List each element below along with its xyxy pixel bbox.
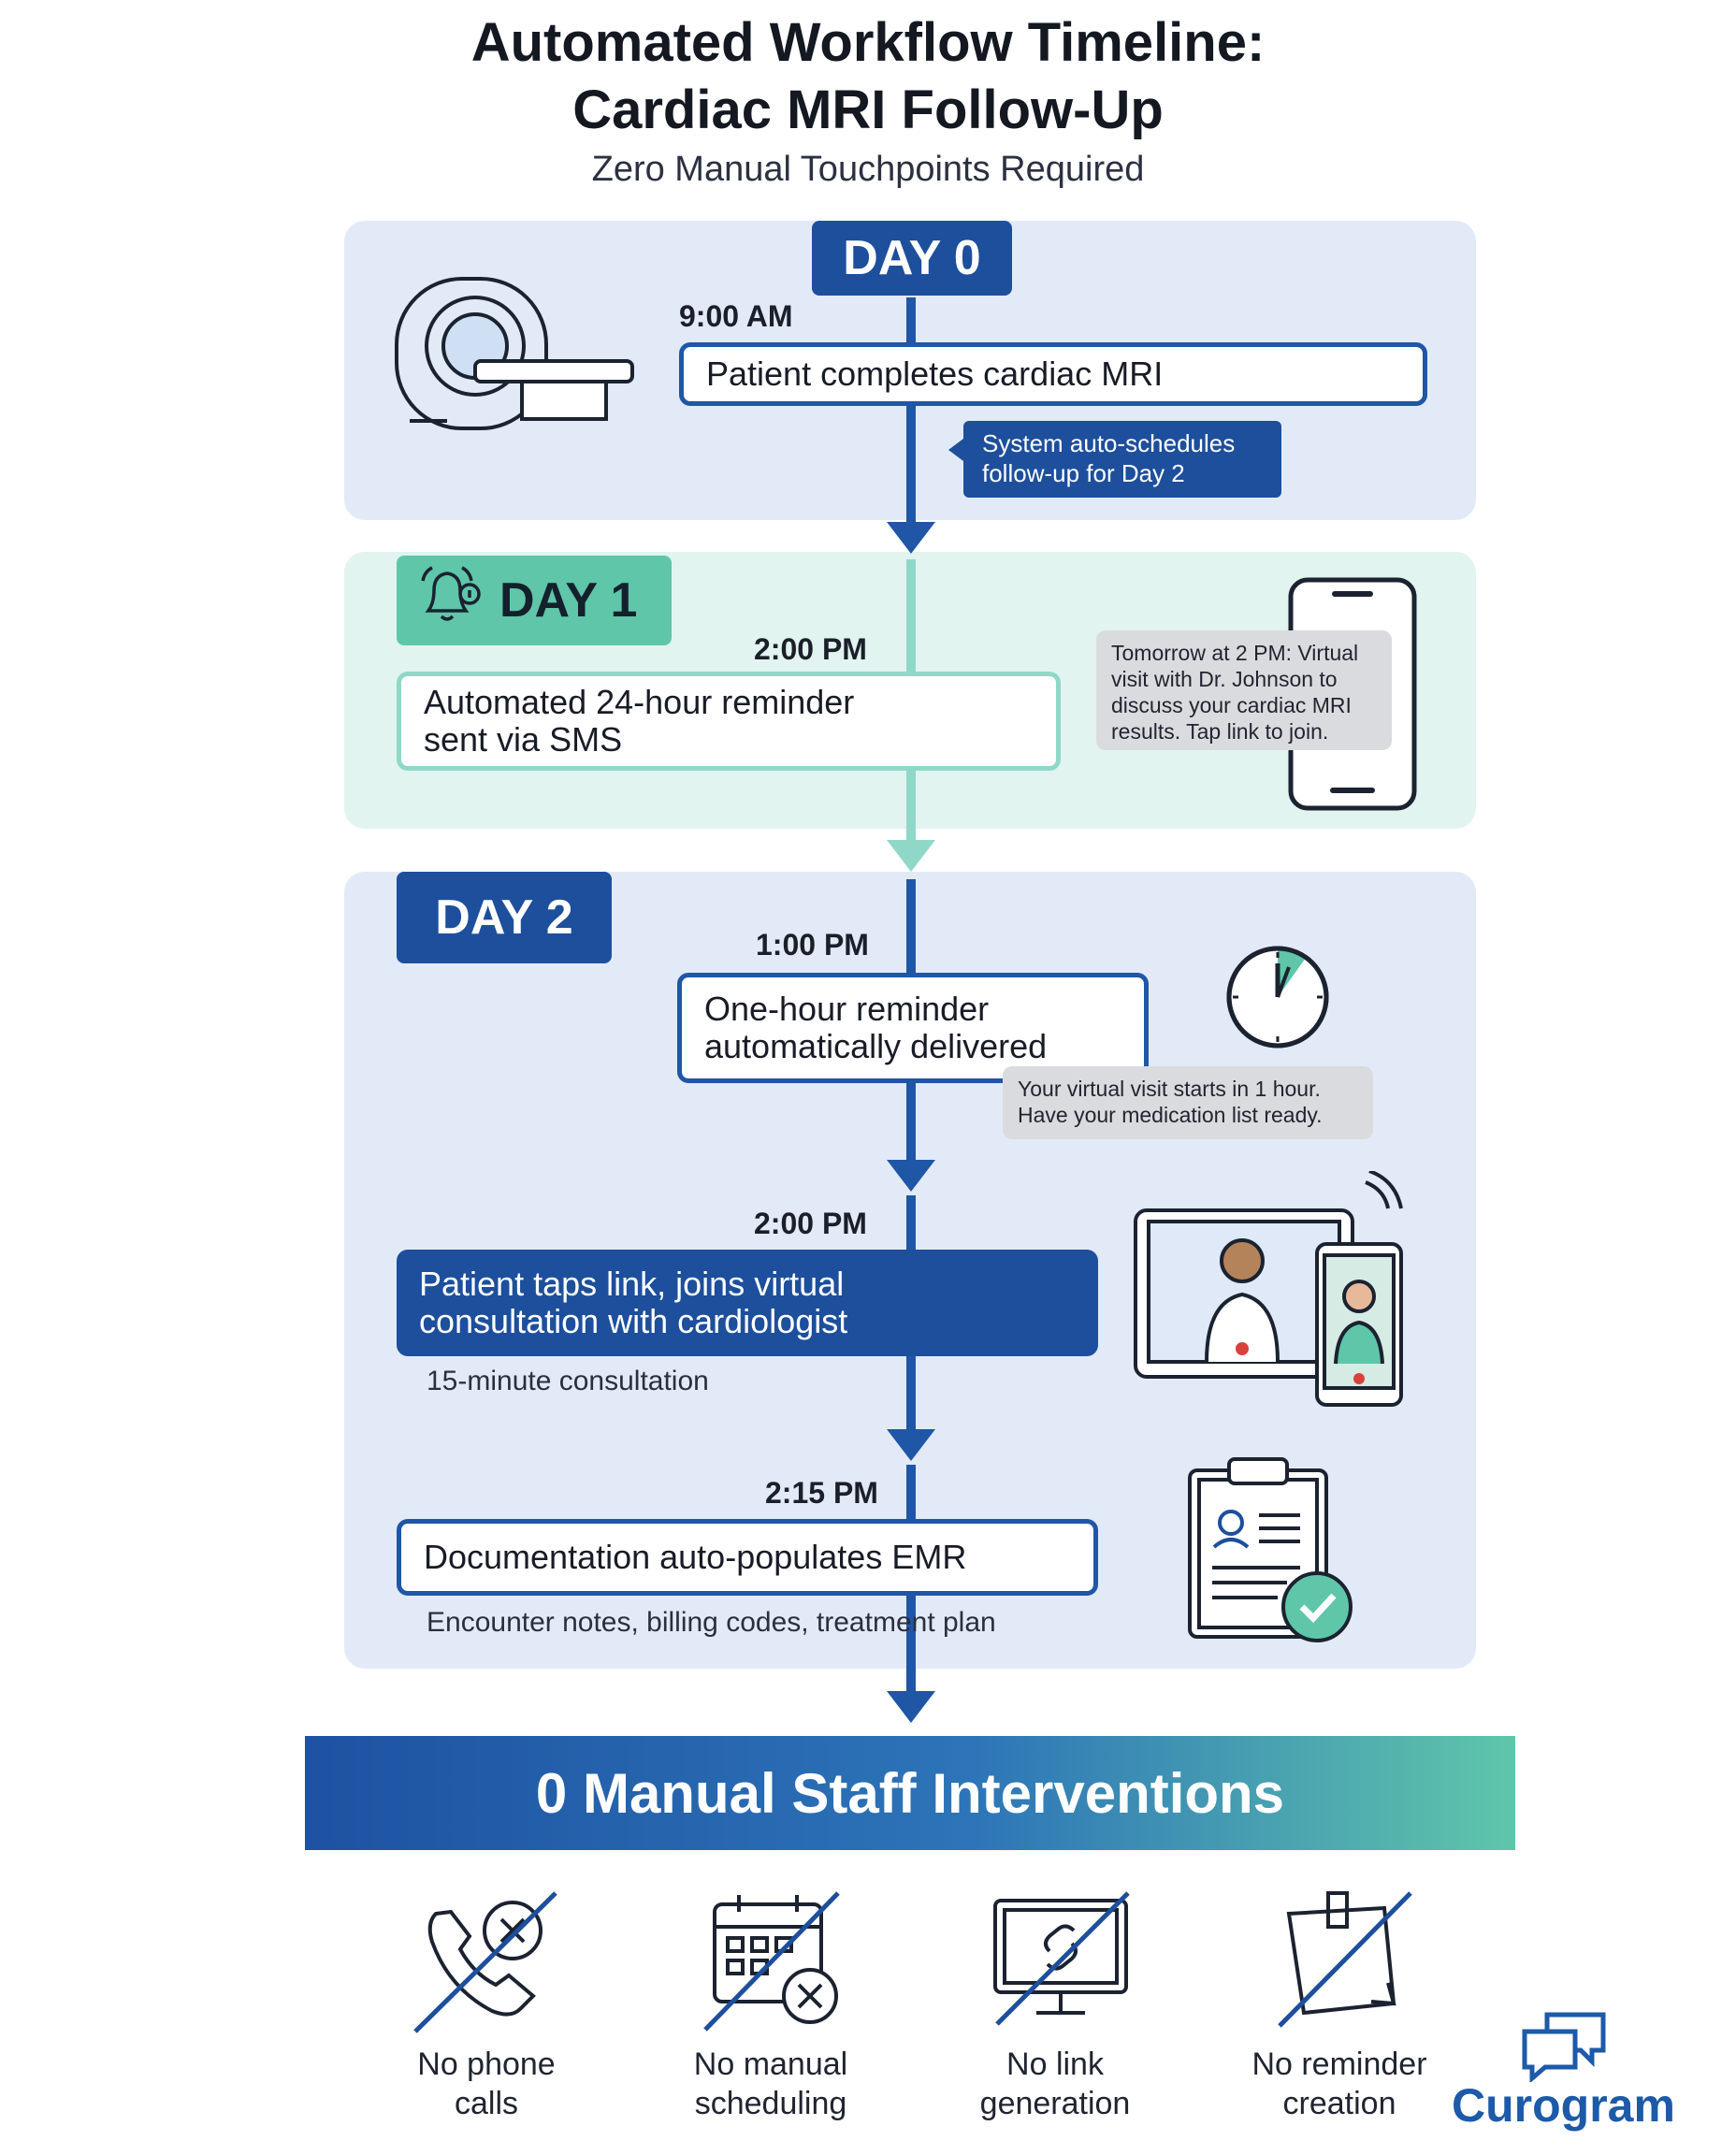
subtitle: Zero Manual Touchpoints Required — [591, 150, 1145, 189]
clipboard-check-icon — [1184, 1450, 1362, 1651]
day2-step2-time: 2:00 PM — [754, 1207, 867, 1240]
event-line: One-hour reminder — [704, 990, 990, 1028]
sms-line: discuss your cardiac MRI — [1111, 693, 1352, 717]
title-line-2: Cardiac MRI Follow-Up — [572, 80, 1164, 140]
feature-line: generation — [979, 2086, 1131, 2121]
feature-label-reminder: No reminder creation — [1227, 2045, 1452, 2123]
day0-callout-pointer — [948, 436, 967, 469]
feature-line: No phone — [417, 2047, 556, 2082]
clock-icon — [1220, 939, 1336, 1060]
day2-step3-time: 2:15 PM — [765, 1476, 878, 1510]
feature-label-phone: No phone calls — [374, 2045, 599, 2123]
feature-line: No link — [1006, 2047, 1104, 2082]
message-line: Have your medication list ready. — [1018, 1103, 1323, 1127]
monitor-link-crossed-icon — [984, 1886, 1152, 2040]
title-line-1: Automated Workflow Timeline: — [470, 12, 1266, 73]
day1-time: 2:00 PM — [754, 632, 867, 666]
day2-step2-note: 15-minute consultation — [427, 1366, 709, 1396]
day0-time: 9:00 AM — [679, 299, 793, 333]
sms-line: Tomorrow at 2 PM: Virtual — [1111, 641, 1359, 665]
feature-line: No manual — [693, 2047, 848, 2082]
day0-callout: System auto-schedules follow-up for Day … — [963, 421, 1281, 498]
day1-badge: DAY 1 — [397, 556, 672, 645]
callout-line: System auto-schedules — [982, 429, 1236, 457]
event-line: Patient taps link, joins virtual — [419, 1265, 845, 1303]
timeline-line — [906, 297, 916, 529]
feature-line: No reminder — [1251, 2047, 1427, 2082]
event-line: automatically delivered — [704, 1027, 1048, 1065]
day1-badge-text: DAY 1 — [499, 573, 638, 628]
chat-bubbles-icon — [1519, 2011, 1609, 2087]
day2-step1-time: 1:00 PM — [756, 928, 869, 962]
note-crossed-icon — [1266, 1886, 1435, 2040]
day0-event: Patient completes cardiac MRI — [679, 342, 1427, 406]
calendar-crossed-icon — [698, 1886, 866, 2040]
message-line: Your virtual visit starts in 1 hour. — [1018, 1077, 1321, 1101]
timeline-arrow — [887, 1160, 935, 1192]
event-line: consultation with cardiologist — [419, 1302, 848, 1340]
phone-crossed-icon — [408, 1886, 576, 2040]
day2-step1-event: One-hour reminder automatically delivere… — [677, 973, 1149, 1083]
day0-event-text: Patient completes cardiac MRI — [706, 354, 1164, 393]
event-line: Automated 24-hour reminder — [424, 683, 855, 721]
sms-message: Tomorrow at 2 PM: Virtual visit with Dr.… — [1096, 630, 1392, 750]
summary-banner: 0 Manual Staff Interventions — [305, 1736, 1515, 1850]
event-text: Documentation auto-populates EMR — [424, 1538, 967, 1576]
sms-line: visit with Dr. Johnson to — [1111, 667, 1338, 691]
timeline-arrow — [887, 522, 935, 554]
day2-step3-event: Documentation auto-populates EMR — [397, 1519, 1098, 1596]
feature-label-link: No link generation — [943, 2045, 1167, 2123]
video-call-icon — [1130, 1169, 1410, 1415]
day0-badge: DAY 0 — [812, 221, 1012, 296]
feature-line: creation — [1282, 2086, 1396, 2121]
timeline-arrow — [887, 840, 935, 872]
feature-line: scheduling — [694, 2086, 847, 2121]
event-line: sent via SMS — [424, 720, 623, 759]
day2-step3-note: Encounter notes, billing codes, treatmen… — [427, 1607, 996, 1638]
callout-line: follow-up for Day 2 — [982, 459, 1185, 487]
timeline-arrow — [887, 1429, 935, 1461]
feature-line: calls — [454, 2086, 519, 2121]
reminder-message: Your virtual visit starts in 1 hour. Hav… — [1003, 1066, 1373, 1139]
sms-line: results. Tap link to join. — [1111, 719, 1329, 744]
bell-icon — [415, 562, 485, 640]
day1-event: Automated 24-hour reminder sent via SMS — [397, 672, 1061, 771]
timeline-line — [906, 1648, 916, 1695]
timeline-arrow — [887, 1691, 935, 1723]
day2-badge: DAY 2 — [397, 872, 612, 963]
mri-scanner-icon — [391, 271, 644, 444]
feature-label-scheduling: No manual scheduling — [658, 2045, 883, 2123]
day2-step2-event: Patient taps link, joins virtual consult… — [397, 1250, 1098, 1356]
brand-logo: Curogram — [1452, 2079, 1675, 2132]
